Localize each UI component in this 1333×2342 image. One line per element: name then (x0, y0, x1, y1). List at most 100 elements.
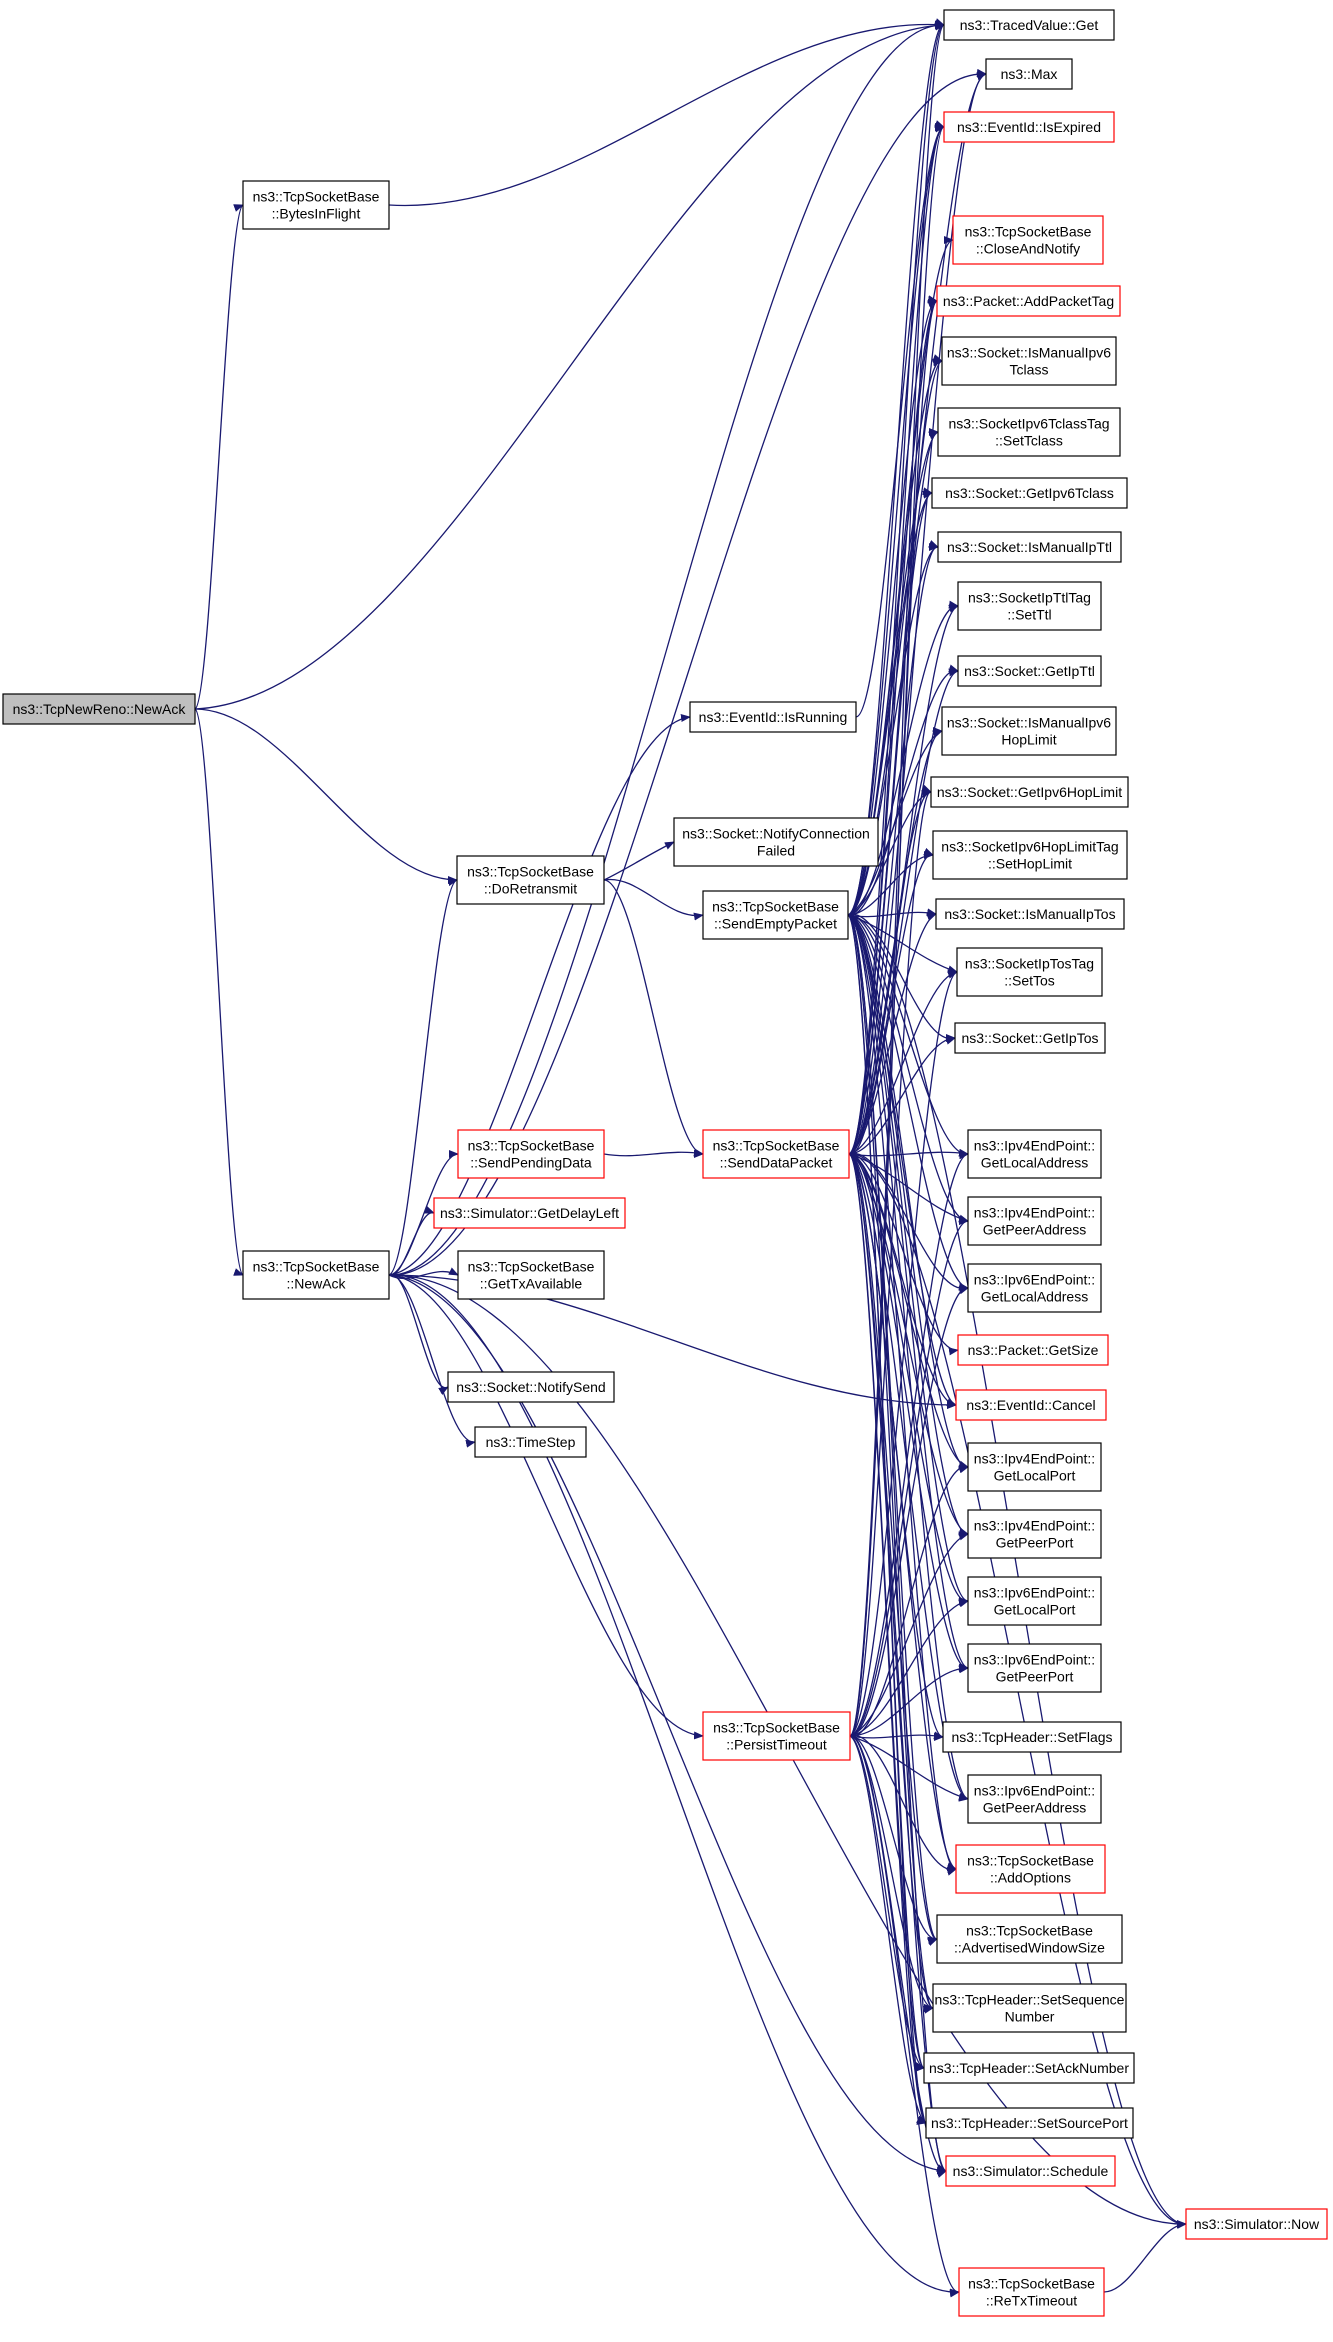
node-tcp-gettxavailable[interactable]: ns3::TcpSocketBase::GetTxAvailable (457, 1250, 605, 1300)
edge-tcp-persisttimeout-to-tcp-advertisedwindowsize (849, 1735, 938, 1945)
node-socket-getipv6tclass[interactable]: ns3::Socket::GetIpv6Tclass (931, 477, 1128, 509)
node-tcp-sendpendingdata[interactable]: ns3::TcpSocketBase::SendPendingData (457, 1129, 605, 1179)
node-socketipv6hoplimittag-sethoplimit[interactable]: ns3::SocketIpv6HopLimitTag::SetHopLimit (932, 830, 1128, 880)
node-box (957, 655, 1102, 687)
node-simulator-schedule[interactable]: ns3::Simulator::Schedule (945, 2155, 1116, 2187)
node-ipv6ep-getpeerport[interactable]: ns3::Ipv6EndPoint::GetPeerPort (967, 1643, 1102, 1693)
node-label-line: GetPeerPort (996, 1535, 1074, 1551)
node-timestep[interactable]: ns3::TimeStep (474, 1426, 587, 1458)
node-ipv4ep-getpeeraddress[interactable]: ns3::Ipv4EndPoint::GetPeerAddress (967, 1196, 1102, 1246)
edge-tcp-persisttimeout-to-ipv6ep-getpeerport (849, 1664, 969, 1737)
node-socketipttltag-setttl[interactable]: ns3::SocketIpTtlTag::SetTtl (957, 581, 1102, 631)
edge-tcp-sendemptypacket-to-tcp-addoptions (847, 914, 957, 1876)
node-tcp-addoptions[interactable]: ns3::TcpSocketBase::AddOptions (955, 1844, 1106, 1894)
node-box (941, 336, 1117, 386)
node-tcpheader-setacknumber[interactable]: ns3::TcpHeader::SetAckNumber (923, 2052, 1135, 2084)
edge-tcp-newack-to-socket-notifysend (388, 1273, 449, 1395)
edge-tcp-newack-to-tcp-persisttimeout (388, 1274, 704, 1740)
node-box (936, 1914, 1123, 1964)
node-label-line: ns3::EventId::IsRunning (699, 709, 848, 725)
node-socket-getiptos[interactable]: ns3::Socket::GetIpTos (954, 1022, 1106, 1054)
node-socketipv6tclasstag-settclass[interactable]: ns3::SocketIpv6TclassTag::SetTclass (937, 407, 1121, 457)
node-box (967, 1774, 1102, 1824)
node-label-line: ns3::Socket::IsManualIpv6 (947, 345, 1111, 361)
node-box (941, 706, 1117, 756)
node-socket-getipv6hoplimit[interactable]: ns3::Socket::GetIpv6HopLimit (930, 776, 1129, 808)
node-label-line: ns3::TcpHeader::SetSequence (935, 1992, 1125, 2008)
edge-tcp-newack-to-eventid-isrunning (388, 714, 691, 1276)
edge-tcp-sendemptypacket-to-ipv4ep-getlocaladdress (847, 914, 969, 1160)
node-tcp-retxtimeout[interactable]: ns3::TcpSocketBase::ReTxTimeout (958, 2267, 1105, 2317)
node-socket-ismanualiptos[interactable]: ns3::Socket::IsManualIpTos (935, 898, 1125, 930)
node-box (945, 2155, 1116, 2187)
node-max[interactable]: ns3::Max (985, 58, 1073, 90)
node-tcp-bytesinflight[interactable]: ns3::TcpSocketBase::BytesInFlight (242, 180, 390, 230)
node-label-line: ns3::TcpSocketBase (253, 189, 380, 205)
node-tcp-persisttimeout[interactable]: ns3::TcpSocketBase::PersistTimeout (702, 1711, 851, 1761)
edge-tcp-newack-to-simulator-schedule (388, 1274, 947, 2175)
node-tcpnewreno-newack[interactable]: ns3::TcpNewReno::NewAck (2, 693, 196, 725)
node-tcpheader-setsourceport[interactable]: ns3::TcpHeader::SetSourcePort (925, 2107, 1134, 2139)
edge-tcp-sendemptypacket-to-socket-getiptos (847, 913, 956, 1045)
node-packet-getsize[interactable]: ns3::Packet::GetSize (957, 1334, 1109, 1366)
edge-tcp-sendpendingdata-to-tcp-senddatapacket (603, 1148, 704, 1157)
node-ipv4ep-getlocalport[interactable]: ns3::Ipv4EndPoint::GetLocalPort (967, 1442, 1102, 1492)
node-packet-addpackettag[interactable]: ns3::Packet::AddPacketTag (936, 285, 1121, 317)
node-label-line: ns3::Socket::GetIpv6Tclass (945, 485, 1114, 501)
node-simulator-now[interactable]: ns3::Simulator::Now (1185, 2208, 1328, 2240)
node-box (957, 581, 1102, 631)
edge-tcpnewreno-newack-to-tcp-bytesinflight (194, 204, 244, 710)
edge-tcp-sendemptypacket-to-ipv4ep-getlocalport (847, 914, 969, 1474)
node-socket-notifysend[interactable]: ns3::Socket::NotifySend (447, 1371, 615, 1403)
node-tcpheader-setflags[interactable]: ns3::TcpHeader::SetFlags (942, 1721, 1122, 1753)
edge-tcp-persisttimeout-to-ipv4ep-getlocaladdress (849, 1151, 969, 1737)
node-label-line: ns3::Socket::IsManualIpv6 (947, 715, 1111, 731)
node-eventid-isexpired[interactable]: ns3::EventId::IsExpired (943, 111, 1115, 143)
node-box (958, 2267, 1105, 2317)
edge-tcp-persisttimeout-to-ipv6ep-getlocaladdress (849, 1282, 969, 1737)
node-label-line: ::GetTxAvailable (480, 1276, 583, 1292)
node-label-line: ns3::Ipv6EndPoint:: (974, 1783, 1095, 1799)
node-socketiptostag-settos[interactable]: ns3::SocketIpTosTag::SetTos (956, 947, 1103, 997)
node-label-line: ns3::Socket::NotifyConnection (682, 826, 870, 842)
node-traced-value-get[interactable]: ns3::TracedValue::Get (943, 9, 1115, 41)
node-box (956, 947, 1103, 997)
edge-tcp-senddatapacket-to-socket-ismanualipttl (848, 540, 939, 1155)
edge-tcp-doretransmit-to-tcp-senddatapacket (603, 879, 704, 1158)
node-label-line: ns3::EventId::Cancel (966, 1397, 1095, 1413)
edge-tcp-persisttimeout-to-socket-getipv6hoplimit (849, 785, 932, 1737)
edge-tcp-senddatapacket-to-tcp-advertisedwindowsize (848, 1153, 938, 1946)
node-ipv6ep-getlocalport[interactable]: ns3::Ipv6EndPoint::GetLocalPort (967, 1576, 1102, 1626)
node-ipv6ep-getpeeraddress[interactable]: ns3::Ipv6EndPoint::GetPeerAddress (967, 1774, 1102, 1824)
node-tcp-sendemptypacket[interactable]: ns3::TcpSocketBase::SendEmptyPacket (702, 890, 849, 940)
node-socket-ismanualipttl[interactable]: ns3::Socket::IsManualIpTtl (937, 531, 1122, 563)
node-eventid-isrunning[interactable]: ns3::EventId::IsRunning (689, 701, 857, 733)
edge-tcp-senddatapacket-to-ipv6ep-getpeeraddress (848, 1153, 969, 1802)
node-label-line: ::BytesInFlight (272, 206, 361, 222)
node-box (967, 1576, 1102, 1626)
node-socket-getipttl[interactable]: ns3::Socket::GetIpTtl (957, 655, 1102, 687)
edge-tcp-retxtimeout-to-simulator-now (1103, 2220, 1187, 2293)
node-ipv6ep-getlocaladdress[interactable]: ns3::Ipv6EndPoint::GetLocalAddress (967, 1263, 1102, 1313)
node-tcp-closeandnotify[interactable]: ns3::TcpSocketBase::CloseAndNotify (952, 215, 1104, 265)
node-label-line: ns3::TracedValue::Get (960, 17, 1099, 33)
edge-tcp-doretransmit-to-socket-notifyconnectionfailed (603, 841, 675, 881)
node-tcp-advertisedwindowsize[interactable]: ns3::TcpSocketBase::AdvertisedWindowSize (936, 1914, 1123, 1964)
node-label-line: ::SendPendingData (470, 1155, 592, 1171)
node-ipv4ep-getpeerport[interactable]: ns3::Ipv4EndPoint::GetPeerPort (967, 1509, 1102, 1559)
node-tcp-doretransmit[interactable]: ns3::TcpSocketBase::DoRetransmit (456, 855, 605, 905)
node-tcp-senddatapacket[interactable]: ns3::TcpSocketBase::SendDataPacket (702, 1129, 850, 1179)
edge-tcp-persisttimeout-to-ipv6ep-getpeeraddress (849, 1735, 969, 1801)
node-simulator-getdelayleft[interactable]: ns3::Simulator::GetDelayLeft (433, 1197, 626, 1229)
node-tcp-newack[interactable]: ns3::TcpSocketBase::NewAck (242, 1250, 390, 1300)
edge-tcp-newack-to-timestep (388, 1274, 476, 1448)
node-ipv4ep-getlocaladdress[interactable]: ns3::Ipv4EndPoint::GetLocalAddress (967, 1129, 1102, 1179)
node-label-line: HopLimit (1001, 732, 1056, 748)
node-label-line: ns3::TcpSocketBase (253, 1259, 380, 1275)
node-eventid-cancel[interactable]: ns3::EventId::Cancel (955, 1389, 1107, 1421)
node-box (954, 1022, 1106, 1054)
